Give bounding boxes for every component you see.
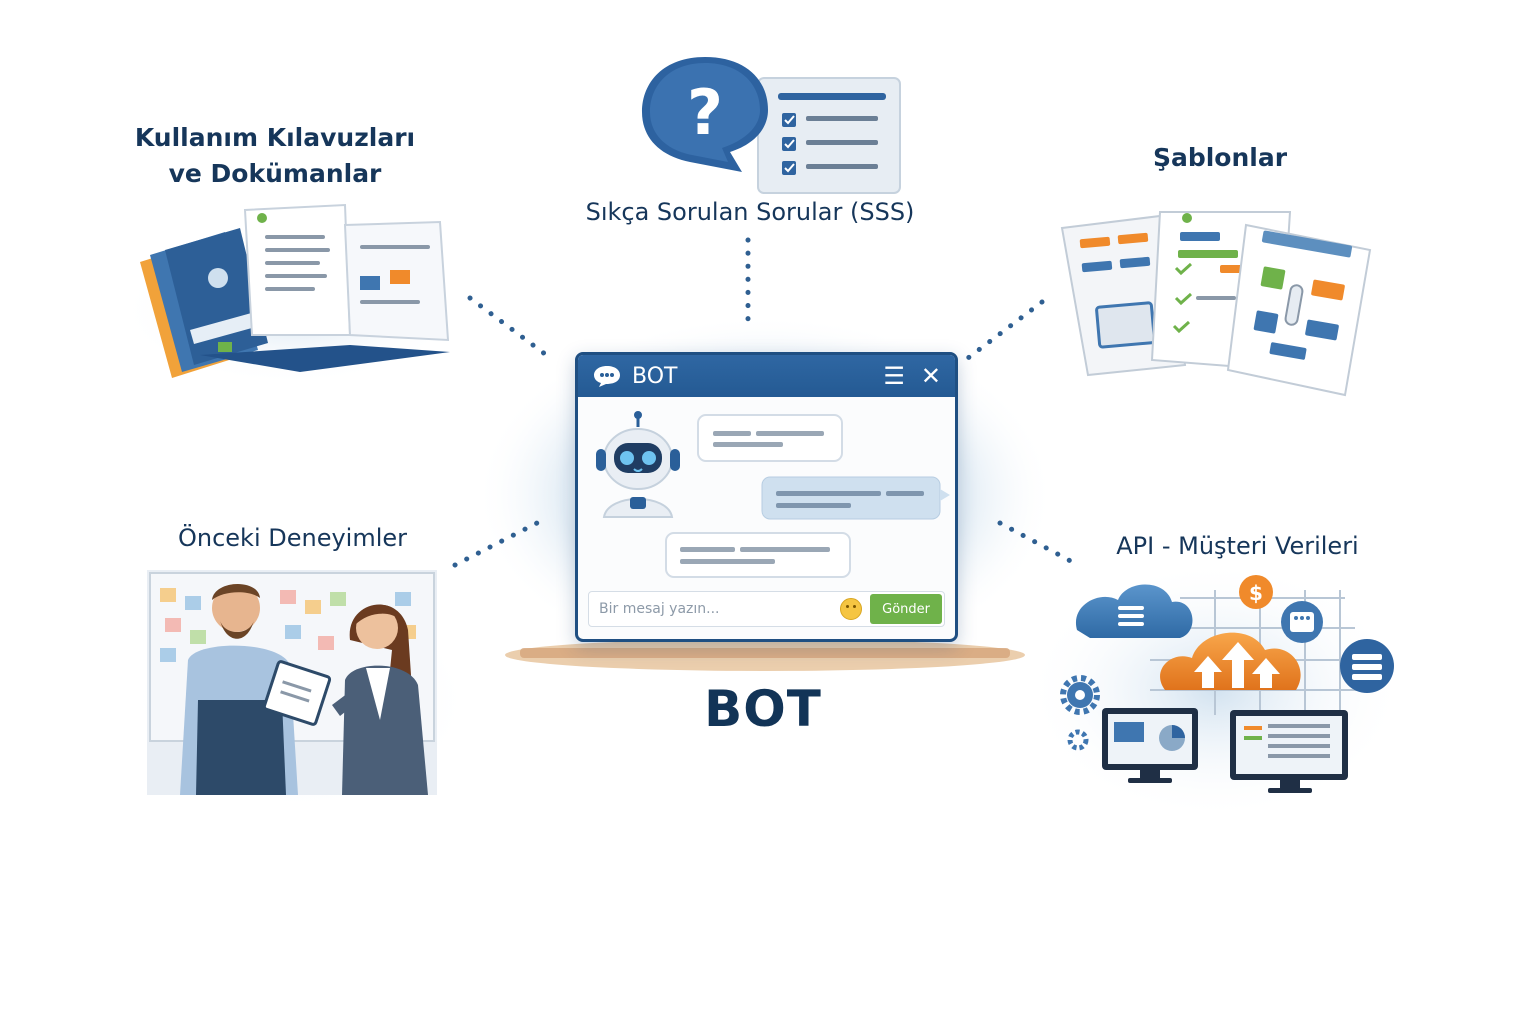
bot-window-header: BOT ☰ ✕ [578, 355, 955, 397]
svg-text:$: $ [1249, 581, 1263, 605]
svg-text:?: ? [687, 76, 723, 149]
send-button[interactable]: Gönder [870, 594, 942, 624]
message-input-bar: Gönder [588, 591, 945, 627]
close-icon[interactable]: ✕ [920, 362, 941, 390]
desk-edge [520, 648, 1010, 658]
label-experiences: Önceki Deneyimler [177, 524, 408, 552]
chat-messages [596, 411, 950, 578]
label-manuals: Kullanım Kılavuzları ve Dokümanlar [120, 120, 430, 192]
dollar-icon: $ [1239, 575, 1273, 609]
label-manuals-line1: Kullanım Kılavuzları [134, 123, 416, 152]
label-faq: Sıkça Sorulan Sorular (SSS) [585, 198, 915, 226]
connector-templates [965, 299, 1045, 361]
business-meeting-illustration [147, 570, 437, 795]
question-bubble-icon: ? [642, 57, 768, 172]
bot-chat-window: BOT ☰ ✕ [575, 352, 958, 642]
template-sheets-icon [1060, 211, 1372, 397]
gear-icon [1060, 675, 1100, 715]
message-input[interactable] [589, 593, 841, 625]
label-api: API - Müşteri Verileri [1116, 532, 1359, 560]
connector-experiences [452, 520, 540, 568]
checklist-icon [782, 113, 878, 175]
bot-window-title: BOT [632, 363, 678, 389]
open-books-icon [140, 203, 450, 378]
connector-api [997, 520, 1081, 568]
connector-manuals [467, 295, 556, 363]
bot-message-bubble-1 [697, 414, 843, 462]
user-message-bubble [761, 476, 950, 520]
cloud-data-icon: $ [1060, 575, 1394, 793]
bot-caption: BOT [704, 680, 822, 738]
menu-icon[interactable]: ☰ [883, 362, 905, 390]
label-templates: Şablonlar [1152, 143, 1288, 172]
chat-bubble-icon [594, 366, 620, 387]
faq-illustration: ? [642, 57, 901, 194]
bot-message-bubble-2 [665, 532, 851, 578]
smiley-icon[interactable] [840, 598, 863, 620]
robot-avatar-icon [596, 411, 680, 518]
label-manuals-line2: ve Dokümanlar [168, 159, 382, 188]
